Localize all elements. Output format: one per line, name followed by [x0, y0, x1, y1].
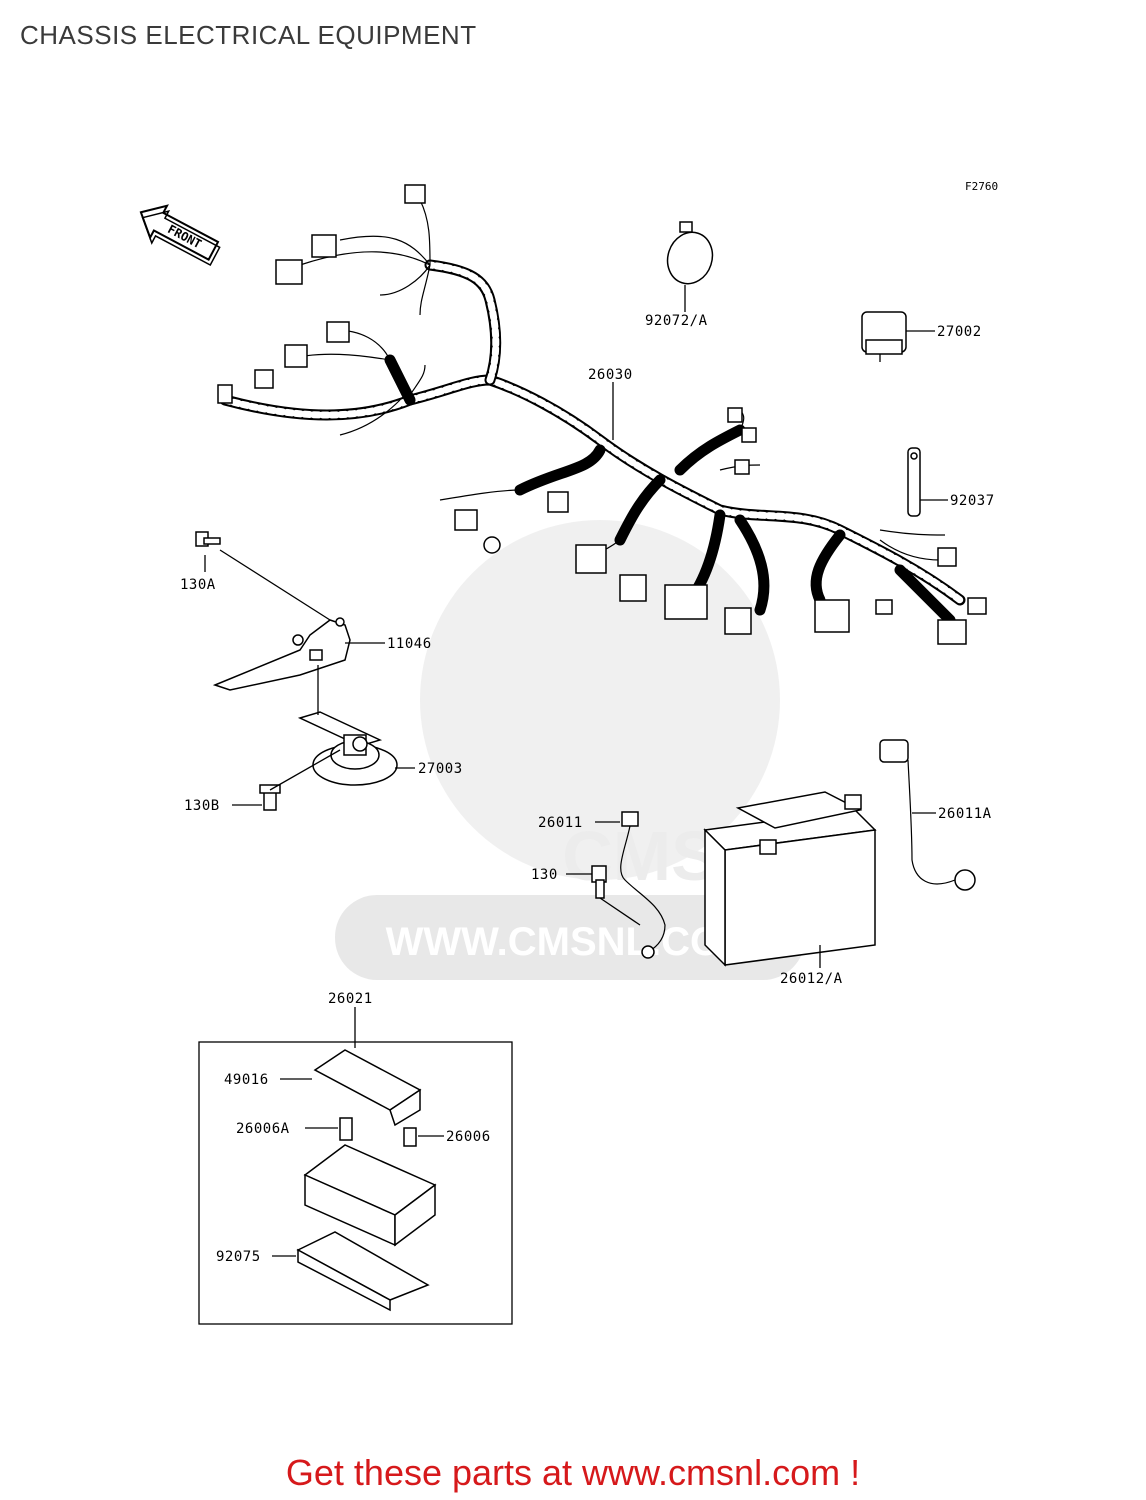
fuse-box-cover-49016 [313, 1049, 422, 1127]
figure-code: F2760 [965, 180, 998, 193]
label-27002: 27002 [937, 324, 982, 340]
label-26011a: 26011A [938, 806, 992, 822]
label-92075: 92075 [216, 1249, 261, 1265]
tie-band-92072a [666, 221, 714, 285]
label-92037: 92037 [950, 493, 995, 509]
label-11046: 11046 [387, 636, 432, 652]
leader-lines [204, 285, 948, 1257]
label-26021: 26021 [328, 991, 373, 1007]
cable-26011a [879, 739, 976, 891]
cable-26011 [620, 811, 666, 959]
fuse-box-bottom-92075 [296, 1231, 430, 1312]
label-26030: 26030 [588, 367, 633, 383]
label-130a: 130A [180, 577, 216, 593]
label-92072a: 92072/A [645, 313, 708, 329]
watermark-text: WWW.CMSNL.COM [386, 920, 755, 964]
bolt-130a-icon [195, 531, 221, 547]
label-49016: 49016 [224, 1072, 269, 1088]
horn-27003 [297, 711, 398, 786]
label-26012a: 26012/A [780, 971, 843, 987]
front-arrow-icon: FRONT [139, 204, 221, 267]
label-130: 130 [531, 867, 558, 883]
label-26006a: 26006A [236, 1121, 290, 1137]
part-labels: 92072/A 27002 26030 92037 130A 11046 270… [180, 313, 995, 1265]
label-26006: 26006 [446, 1129, 491, 1145]
fuse-box-body [303, 1144, 437, 1247]
label-27003: 27003 [418, 761, 463, 777]
harness-connectors [217, 184, 987, 645]
page-title: CHASSIS ELECTRICAL EQUIPMENT [20, 20, 477, 50]
fuse-26006a [339, 1117, 353, 1141]
label-26011: 26011 [538, 815, 583, 831]
fuse-26006 [403, 1127, 417, 1147]
bracket-11046 [212, 617, 351, 691]
cover-92037 [907, 447, 921, 517]
watermark-logo: CMS [562, 817, 718, 895]
footer-link[interactable]: Get these parts at www.cmsnl.com ! [285, 1452, 861, 1493]
label-130b: 130B [184, 798, 220, 814]
parts-diagram: WWW.CMSNL.COM CMS F2760 FRONT [139, 180, 998, 1325]
battery-26012a [703, 791, 877, 967]
relay-27002 [861, 311, 907, 362]
bolt-130b-icon [259, 784, 281, 811]
